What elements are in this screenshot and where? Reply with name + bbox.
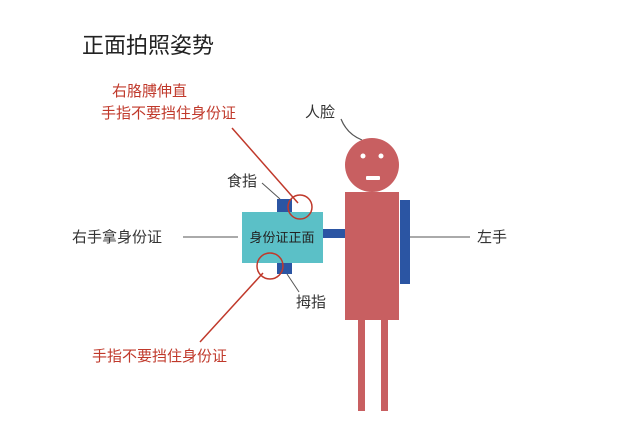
torso: [345, 192, 399, 320]
head: [345, 138, 399, 192]
note-top-line1: 右胳膊伸直: [112, 82, 187, 100]
note-bottom-pointer: [199, 272, 264, 343]
id-card: [242, 212, 323, 263]
thumb: [277, 262, 292, 274]
page-title: 正面拍照姿势: [82, 34, 214, 59]
right-hand-label: 右手拿身份证: [72, 228, 162, 246]
note-top-line2: 手指不要挡住身份证: [101, 104, 236, 122]
left-hand-label: 左手: [477, 228, 507, 246]
left-hand: [400, 200, 410, 284]
mouth: [366, 176, 380, 180]
right-arm: [323, 229, 345, 238]
index-finger-label: 食指: [227, 172, 257, 190]
index-finger-highlight: [287, 194, 313, 220]
thumb-highlight: [256, 252, 284, 280]
left-eye: [360, 153, 366, 159]
index-finger-pointer: [261, 182, 281, 200]
note-top-pointer: [231, 127, 299, 204]
right-eye: [378, 153, 384, 159]
face-pointer: [340, 118, 363, 141]
thumb-pointer: [286, 273, 300, 293]
thumb-label: 拇指: [296, 293, 326, 311]
id-card-label: 身份证正面: [249, 230, 314, 246]
face-label: 人脸: [305, 103, 335, 121]
left-leg: [358, 320, 365, 411]
note-bottom: 手指不要挡住身份证: [92, 347, 227, 365]
right-leg: [381, 320, 388, 411]
